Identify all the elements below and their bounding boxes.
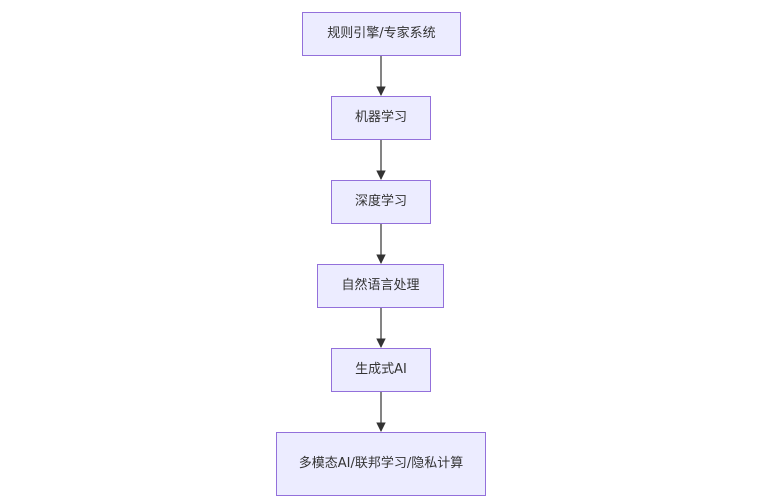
node-label: 规则引擎/专家系统 (327, 26, 436, 41)
node-multimodal-federated-privacy[interactable]: 多模态AI/联邦学习/隐私计算 (276, 432, 486, 496)
node-deep-learning[interactable]: 深度学习 (331, 180, 431, 224)
node-label: 生成式AI (355, 362, 407, 377)
node-natural-language-processing[interactable]: 自然语言处理 (317, 264, 444, 308)
node-rule-engine-expert-system[interactable]: 规则引擎/专家系统 (302, 12, 461, 56)
node-machine-learning[interactable]: 机器学习 (331, 96, 431, 140)
node-generative-ai[interactable]: 生成式AI (331, 348, 431, 392)
node-label: 自然语言处理 (341, 278, 420, 293)
node-label: 机器学习 (354, 110, 407, 125)
node-label: 深度学习 (354, 194, 407, 209)
node-label: 多模态AI/联邦学习/隐私计算 (298, 456, 464, 471)
